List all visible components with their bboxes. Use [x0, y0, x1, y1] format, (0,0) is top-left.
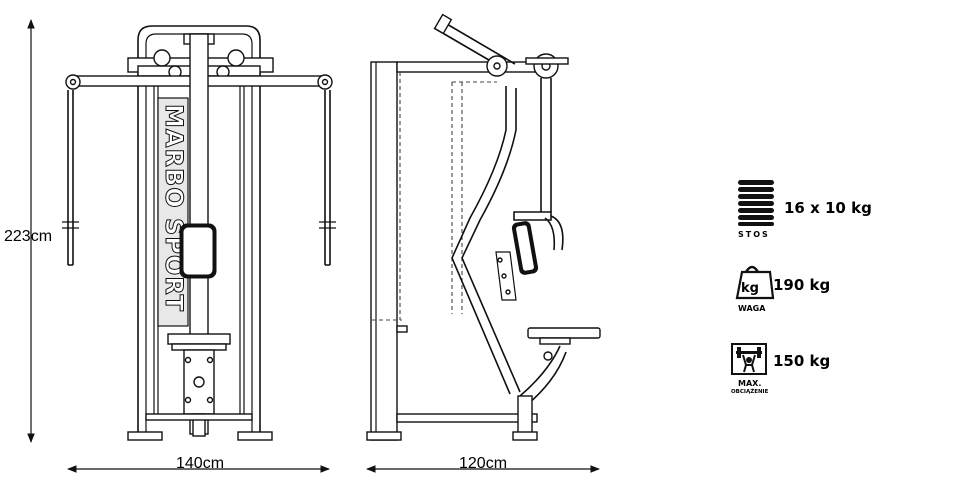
spec-weight-stack: STOS 16 x 10 kg [738, 180, 872, 239]
front-width-label: 140cm [176, 455, 224, 472]
spec-value: 150 kg [773, 352, 830, 370]
spec-max-load: MAX. OBCIĄŻENIE 150 kg [731, 343, 830, 395]
weight-stack-icon [738, 180, 774, 226]
svg-text:kg: kg [741, 281, 759, 296]
spec-caption: MAX. [738, 379, 761, 388]
side-view [366, 13, 601, 441]
spec-value: 16 x 10 kg [784, 199, 872, 217]
brand-logo: MARBO SPORT [160, 104, 188, 312]
spec-caption: WAGA [738, 304, 766, 313]
side-width-label: 120cm [459, 455, 507, 472]
spec-caption2: OBCIĄŻENIE [731, 388, 769, 395]
spec-value: 190 kg [773, 276, 830, 294]
spec-caption: STOS [738, 230, 770, 239]
front-view: MARBO SPORT [62, 25, 336, 441]
max-load-icon [731, 343, 767, 375]
kettlebell-kg-icon: kg [735, 265, 775, 300]
spec-machine-weight: kg WAGA 190 kg [735, 265, 830, 313]
front-width-dimension: 140cm [67, 455, 330, 473]
height-label: 223cm [4, 228, 52, 245]
height-dimension: 223cm [4, 19, 52, 443]
side-width-dimension: 120cm [366, 455, 600, 473]
